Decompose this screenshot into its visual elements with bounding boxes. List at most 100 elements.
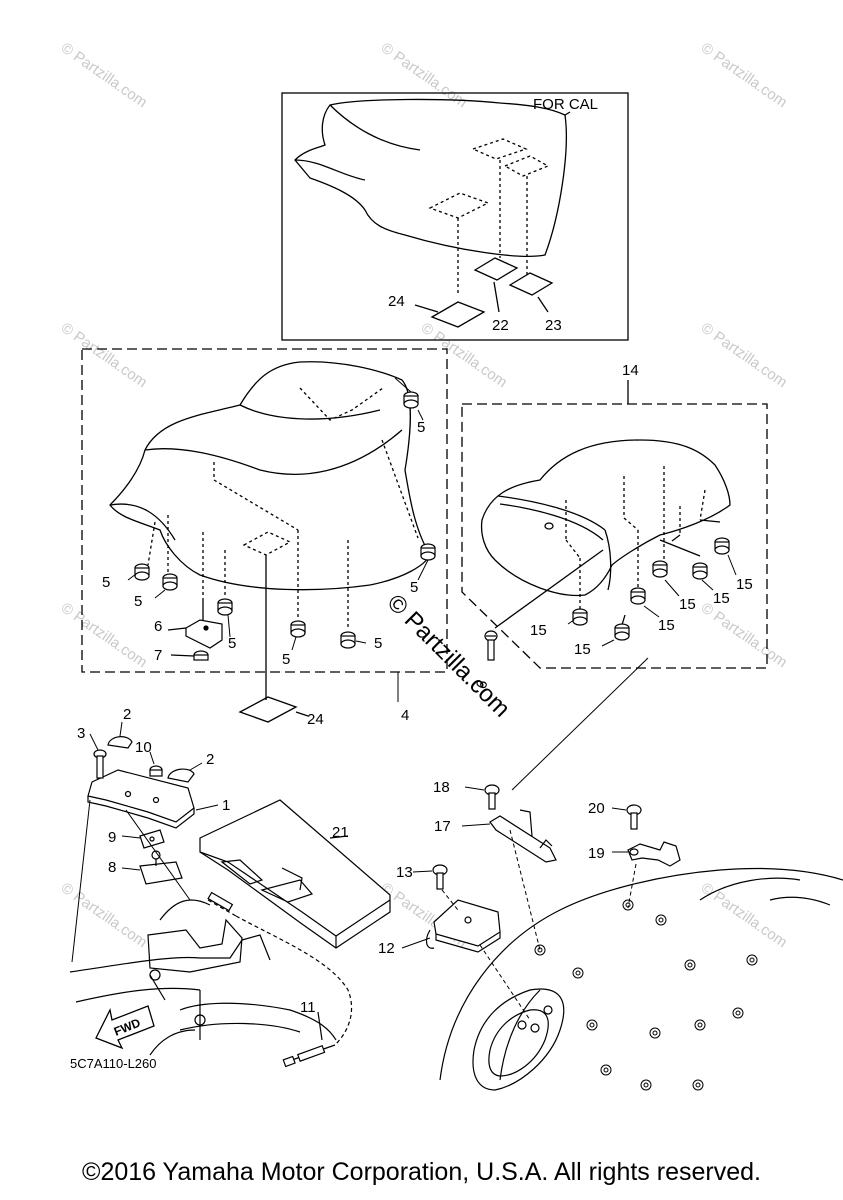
callout-9: 9 [108, 829, 116, 846]
callout-24: 24 [307, 711, 324, 728]
rear-seat-outline [480, 439, 731, 597]
label-position-23 [503, 155, 550, 177]
inset-frame [281, 92, 629, 341]
callout-20: 20 [588, 800, 605, 817]
grommet-icon [340, 631, 356, 649]
stay-19 [627, 841, 681, 867]
lock-plate [87, 769, 195, 823]
screw-3 [93, 749, 107, 779]
callout-11: 11 [300, 999, 316, 1016]
grommet-icon [630, 587, 646, 605]
screw-6 [484, 630, 498, 661]
callout-12: 12 [378, 940, 395, 957]
lock-callout-leaders [71, 721, 219, 963]
grommets-front [134, 391, 436, 649]
watermark: © Partzilla.com [58, 319, 151, 391]
frame [69, 899, 337, 1056]
fender-leaders [401, 657, 649, 1021]
lock-assembly [87, 736, 195, 885]
callout-5: 5 [417, 419, 425, 436]
label-23 [508, 272, 554, 296]
cap-2 [167, 768, 195, 783]
callout-2: 2 [123, 706, 131, 723]
label-position-24 [428, 192, 490, 219]
rear-seat-group-frame [461, 403, 768, 669]
grommet-icon [162, 573, 178, 591]
cover-21 [199, 799, 391, 949]
callout-13: 13 [396, 864, 413, 881]
callout-18: 18 [433, 779, 450, 796]
rear-seat-assembly [461, 380, 768, 669]
grommet-icon [134, 563, 150, 581]
callout-15: 15 [658, 617, 675, 634]
callout-10: 10 [135, 739, 152, 756]
bolt-20 [626, 804, 642, 830]
fender-holes [534, 899, 758, 1091]
callout-19: 19 [588, 845, 605, 862]
grommet-icon [290, 620, 306, 638]
for-cal-inset [281, 92, 629, 341]
watermark: © Partzilla.com [58, 879, 151, 951]
seat-outline [294, 98, 567, 257]
bracket-6 [167, 619, 223, 649]
bolt-13 [432, 864, 448, 890]
front-seat-group-frame [81, 348, 448, 673]
bracket-12 [425, 899, 501, 953]
callout-24: 24 [388, 293, 405, 310]
callout-4: 4 [401, 707, 409, 724]
watermark: © Partzilla.com [698, 599, 791, 671]
callout-5: 5 [134, 593, 142, 610]
watermark: © Partzilla.com [58, 39, 151, 111]
front-seat-assembly [81, 348, 448, 723]
callout-14: 14 [622, 362, 639, 379]
callout-7: 7 [154, 647, 162, 664]
label-24-lower [238, 696, 298, 723]
callout-17: 17 [434, 818, 451, 835]
callout-15: 15 [679, 596, 696, 613]
rear-fender [439, 867, 843, 1091]
watermark: © Partzilla.com [698, 39, 791, 111]
grommet-icon [614, 623, 630, 641]
grommet-icon [217, 598, 233, 616]
label-position-22 [471, 138, 528, 160]
diagram-code: 5C7A110-L260 [70, 1056, 157, 1071]
partzilla-watermark: © Partzilla.com [382, 589, 515, 722]
callout-2: 2 [206, 751, 214, 768]
label-24 [430, 301, 486, 328]
grommet-icon [572, 608, 588, 626]
callout-5: 5 [102, 574, 110, 591]
callout-15: 15 [530, 622, 547, 639]
callout-23: 23 [545, 317, 562, 334]
copyright-notice: ©2016 Yamaha Motor Corporation, U.S.A. A… [82, 1158, 761, 1186]
cable-11 [207, 891, 353, 1068]
callout-21: 21 [332, 824, 349, 841]
front-seat-outline [109, 361, 431, 591]
fwd-arrow-icon: FWD [95, 1005, 155, 1050]
watermark: © Partzilla.com [698, 319, 791, 391]
callout-22: 22 [492, 317, 509, 334]
callout-5: 5 [282, 651, 290, 668]
front-callout-leaders [127, 377, 429, 702]
inset-label: FOR CAL [533, 96, 598, 113]
callout-5: 5 [228, 635, 236, 652]
watermark: © Partzilla.com [698, 879, 791, 951]
nut-10 [149, 765, 163, 777]
callout-8: 8 [108, 859, 116, 876]
callout-3: 3 [77, 725, 85, 742]
callout-5: 5 [374, 635, 382, 652]
grommet-icon [692, 562, 708, 580]
watermark: © Partzilla.com [58, 599, 151, 671]
stay-17 [489, 809, 557, 863]
label-22 [473, 257, 519, 281]
callout-6: 6 [154, 618, 162, 635]
callout-15: 15 [574, 641, 591, 658]
callout-1: 1 [222, 797, 230, 814]
grommet-icon [652, 560, 668, 578]
callout-15: 15 [713, 590, 730, 607]
rear-callout-leaders [567, 554, 737, 647]
cap-2 [107, 736, 133, 749]
grommet-icon [714, 537, 730, 555]
bolt-18 [484, 784, 500, 810]
grommets-rear [572, 537, 730, 641]
